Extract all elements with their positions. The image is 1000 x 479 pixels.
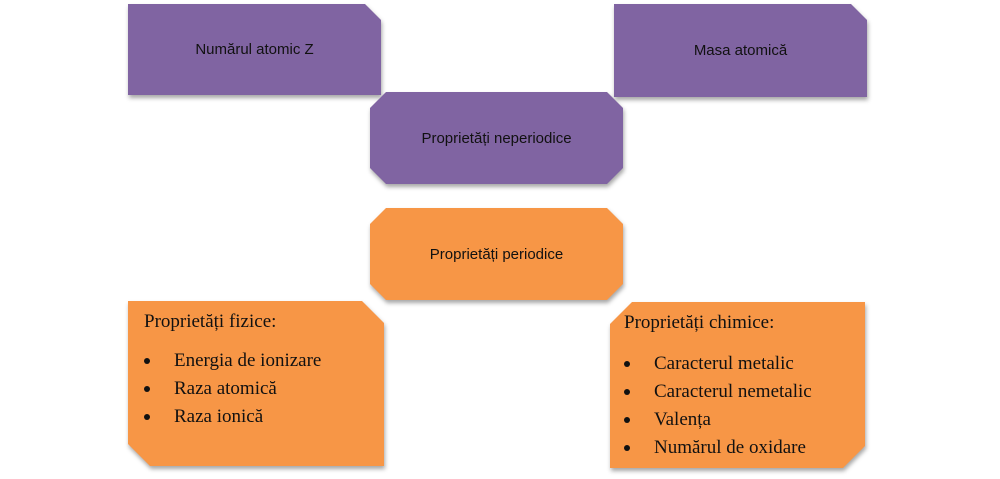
- list-item-label: Energia de ionizare: [174, 350, 322, 371]
- node-numarul-atomic: Numărul atomic Z: [128, 4, 381, 95]
- list-item: Caracterul metalic: [624, 350, 855, 378]
- list-item: Energia de ionizare: [144, 347, 372, 375]
- node-masa-atomica: Masa atomică: [614, 4, 867, 97]
- bullet-icon: [624, 361, 630, 367]
- node-chimice: Proprietăți chimice: Caracterul metalic …: [610, 302, 865, 468]
- node-chimice-list: Caracterul metalic Caracterul nemetalic …: [624, 350, 855, 462]
- node-neperiodice-wrapper: Proprietăți neperiodice: [370, 92, 623, 184]
- node-fizice-title: Proprietăți fizice:: [144, 311, 277, 332]
- list-item-label: Valența: [654, 409, 711, 430]
- node-neperiodice: Proprietăți neperiodice: [370, 92, 623, 184]
- node-fizice-list: Energia de ionizare Raza atomică Raza io…: [144, 347, 372, 431]
- bullet-icon: [624, 389, 630, 395]
- list-item: Raza ionică: [144, 403, 372, 431]
- list-item: Numărul de oxidare: [624, 434, 855, 462]
- node-masa-atomica-wrapper: Masa atomică: [614, 4, 867, 97]
- node-periodice-label: Proprietăți periodice: [429, 245, 564, 263]
- node-numarul-atomic-label: Numărul atomic Z: [195, 41, 314, 58]
- list-item-label: Caracterul nemetalic: [654, 381, 812, 402]
- node-chimice-title: Proprietăți chimice:: [624, 312, 775, 333]
- list-item-label: Raza ionică: [174, 406, 264, 427]
- list-item-label: Numărul de oxidare: [654, 437, 806, 458]
- node-chimice-wrapper: Proprietăți chimice: Caracterul metalic …: [610, 302, 865, 468]
- node-masa-atomica-label: Masa atomică: [693, 42, 788, 59]
- list-item-label: Caracterul metalic: [654, 353, 794, 374]
- bullet-icon: [144, 358, 150, 364]
- node-numarul-atomic-wrapper: Numărul atomic Z: [128, 4, 381, 95]
- bullet-icon: [144, 386, 150, 392]
- list-item: Valența: [624, 406, 855, 434]
- list-item: Raza atomică: [144, 375, 372, 403]
- list-item-label: Raza atomică: [174, 378, 277, 399]
- node-periodice: Proprietăți periodice: [370, 208, 623, 300]
- node-periodice-wrapper: Proprietăți periodice: [370, 208, 623, 300]
- node-neperiodice-label: Proprietăți neperiodice: [421, 129, 572, 147]
- bullet-icon: [624, 445, 630, 451]
- node-fizice: Proprietăți fizice: Energia de ionizare …: [128, 301, 384, 466]
- list-item: Caracterul nemetalic: [624, 378, 855, 406]
- bullet-icon: [624, 417, 630, 423]
- bullet-icon: [144, 414, 150, 420]
- node-fizice-wrapper: Proprietăți fizice: Energia de ionizare …: [128, 301, 384, 466]
